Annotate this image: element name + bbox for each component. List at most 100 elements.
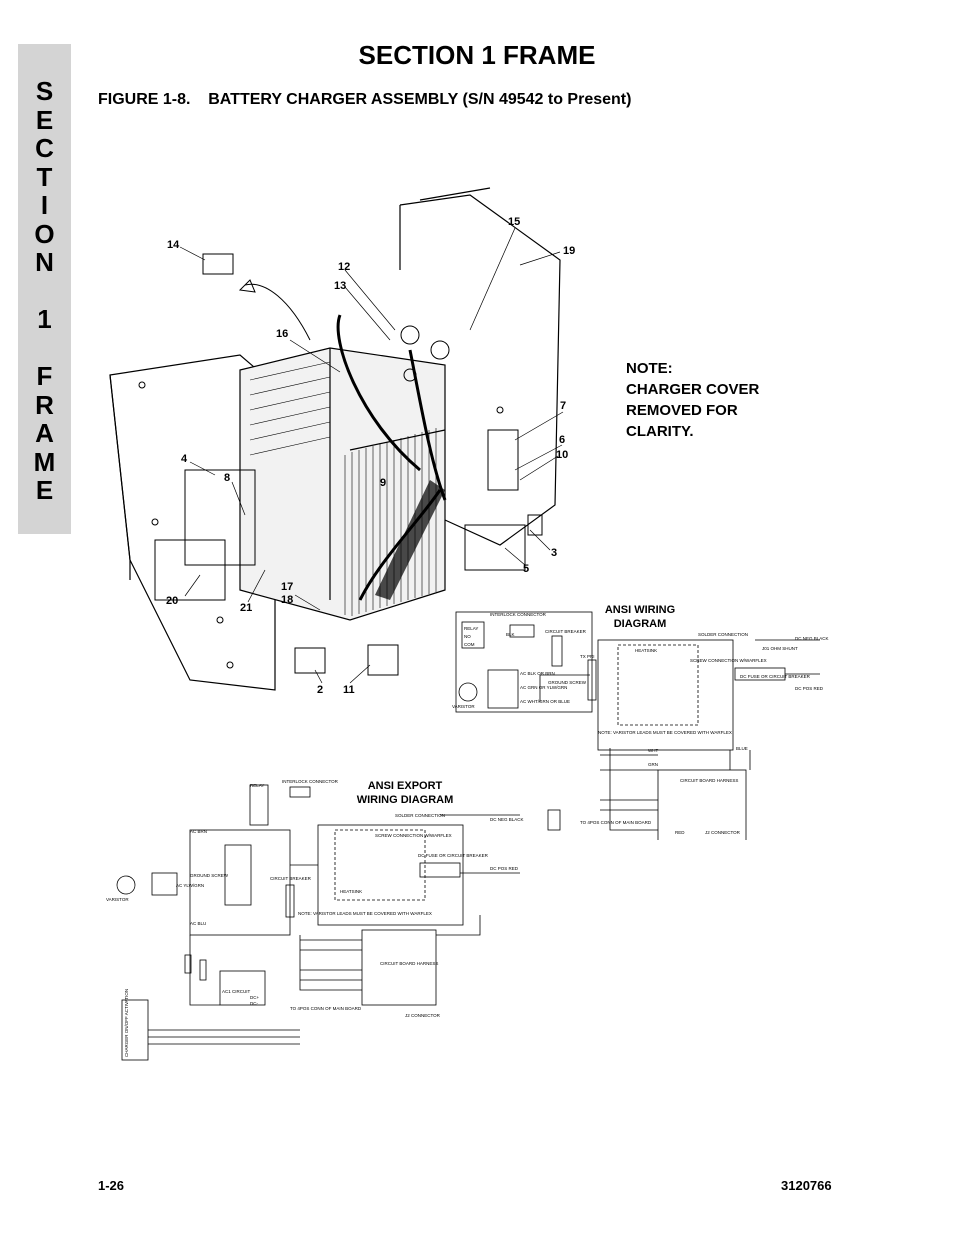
side-tab-letter: O: [34, 218, 55, 249]
label-grn: GRN: [648, 762, 658, 767]
label-varistor: VARISTOR: [106, 897, 129, 902]
note-line: CLARITY.: [626, 423, 694, 440]
callout-5: 5: [523, 563, 529, 575]
label-solder: SOLDER CONNECTION: [395, 813, 445, 818]
side-tab-letter: E: [35, 104, 54, 135]
note-block: NOTE: CHARGER COVER REMOVED FOR CLARITY.: [626, 358, 759, 442]
label-relay: RELAY: [250, 783, 264, 788]
side-tab-letter: N: [35, 247, 54, 277]
label-dc-neg: DC NEG BLACK: [795, 636, 829, 641]
label-circuit-board: CIRCUIT BOARD HARNESS: [680, 778, 738, 783]
label-dc-pos: DC POS RED: [795, 686, 824, 691]
label-ac-ylw: AC YLW/GRN: [176, 883, 204, 888]
label-heatsink: HEATSINK: [635, 648, 657, 653]
label-screw-conn: SCREW CONNECTION W/WARFLEX: [690, 658, 767, 663]
document-number: 3120766: [781, 1178, 832, 1193]
note-line: REMOVED FOR: [626, 402, 738, 419]
side-tab-letter: A: [35, 418, 54, 448]
label-blk: BLK: [506, 632, 515, 637]
label-to-4pos: TO 4POS CONN OF MAIN BOARD: [290, 1006, 362, 1011]
label-connector: J2 CONNECTOR: [705, 830, 741, 835]
callout-7: 7: [560, 400, 566, 412]
callout-17: 17: [281, 581, 293, 593]
note-line: CHARGER COVER: [626, 381, 760, 398]
label-no: NO: [464, 634, 471, 639]
label-shunt: J01 OHM SHUNT: [762, 646, 798, 651]
callout-6: 6: [559, 434, 565, 446]
callout-10: 10: [556, 449, 568, 461]
label-ac-brn: AC BRN: [190, 829, 207, 834]
callout-20: 20: [166, 595, 178, 607]
ansi-diagram-title: ANSI WIRING DIAGRAM: [590, 603, 690, 631]
label-heatsink: HEATSINK: [340, 889, 362, 894]
callout-16: 16: [276, 328, 288, 340]
label-ac-blk: AC BLK OR BRN: [520, 671, 555, 676]
figure-title: FIGURE 1-8. BATTERY CHARGER ASSEMBLY (S/…: [98, 91, 632, 108]
label-ac-blu: AC BLU: [190, 921, 206, 926]
diagram-title-line: ANSI WIRING: [604, 604, 676, 616]
diagram-title-line: WIRING DIAGRAM: [356, 794, 454, 806]
side-tab-letter: M: [33, 446, 56, 477]
label-tx-pri: TX PRI: [580, 654, 595, 659]
side-tab-letter: T: [36, 161, 53, 192]
label-dc-plus: DC+: [250, 995, 259, 1000]
callout-8: 8: [224, 472, 230, 484]
callout-19: 19: [563, 245, 575, 257]
label-to-4pos: TO 4POS CONN OF MAIN BOARD: [580, 820, 652, 825]
label-com: COM: [464, 642, 475, 647]
label-ground-screw: GROUND SCREW: [190, 873, 229, 878]
diagram-title-line: ANSI EXPORT: [367, 780, 443, 792]
callout-18: 18: [281, 594, 293, 606]
callout-21: 21: [240, 602, 252, 614]
label-note-varistor: NOTE: VARISTOR LEADS MUST BE COVERED WIT…: [598, 730, 732, 735]
label-ac-wht: AC WHT/GRN OR BLUE: [520, 699, 570, 704]
label-ac1-circuit: AC1 CIRCUIT: [222, 989, 251, 994]
label-relay: RELAY: [464, 626, 478, 631]
label-dc-minus: DC-: [250, 1001, 258, 1006]
side-tab-letter: C: [35, 133, 54, 163]
callout-12: 12: [338, 261, 350, 273]
side-tab-letter: F: [36, 361, 53, 391]
label-dc-pos: DC POS RED: [490, 866, 519, 871]
label-charger-on: CHARGER ON/OFF ACTIVATION: [124, 989, 129, 1057]
label-red: RED: [675, 830, 685, 835]
diagram-title-line: DIAGRAM: [613, 618, 667, 630]
label-circuit-board: CIRCUIT BOARD HARNESS: [380, 961, 438, 966]
label-dc-neg: DC NEG BLACK: [490, 817, 524, 822]
label-interlock: INTERLOCK CONNECTOR: [282, 779, 339, 784]
label-dc-fuse: DC FUSE OR CIRCUIT BREAKER: [740, 674, 811, 679]
label-dc-fuse: DC FUSE OR CIRCUIT BREAKER: [418, 853, 489, 858]
callout-15: 15: [508, 216, 520, 228]
label-interlock: INTERLOCK CONNECTOR: [490, 612, 547, 617]
side-tab-letter: S: [35, 76, 54, 106]
callout-14: 14: [167, 239, 180, 251]
page-number: 1-26: [98, 1178, 125, 1193]
callout-3: 3: [551, 547, 557, 559]
label-circuit-breaker: CIRCUIT BREAKER: [545, 629, 587, 634]
callout-13: 13: [334, 280, 346, 292]
label-solder: SOLDER CONNECTION: [698, 632, 748, 637]
ansi-export-diagram-title: ANSI EXPORT WIRING DIAGRAM: [345, 779, 465, 807]
note-line: NOTE:: [626, 360, 673, 377]
label-screw-conn: SCREW CONNECTION W/WARFLEX: [375, 833, 452, 838]
side-tab-letter: R: [35, 389, 54, 420]
ansi-export-wiring-diagram: RELAY INTERLOCK CONNECTOR AC BRN GROUND …: [106, 779, 524, 1061]
label-circuit-breaker: CIRCUIT BREAKER: [270, 876, 312, 881]
section-title: SECTION 1 FRAME: [358, 40, 596, 70]
callout-11: 11: [343, 684, 355, 696]
side-tab-letter: E: [35, 475, 54, 505]
label-ac-grn: AC GRN OR YLW/GRN: [520, 685, 567, 690]
label-note-varistor: NOTE: VARISTOR LEADS MUST BE COVERED WIT…: [298, 911, 432, 916]
callout-2: 2: [317, 684, 323, 696]
callout-9: 9: [380, 477, 386, 489]
label-wht: WHT: [648, 748, 658, 753]
label-blue: BLUE: [736, 746, 748, 751]
side-tab-letter: I: [40, 190, 49, 220]
label-ground-screw: GROUND SCREW: [548, 680, 587, 685]
side-tab-letter: 1: [37, 304, 52, 334]
label-varistor: VARISTOR: [452, 704, 475, 709]
callout-4: 4: [181, 453, 188, 465]
label-connector: J2 CONNECTOR: [405, 1013, 441, 1018]
